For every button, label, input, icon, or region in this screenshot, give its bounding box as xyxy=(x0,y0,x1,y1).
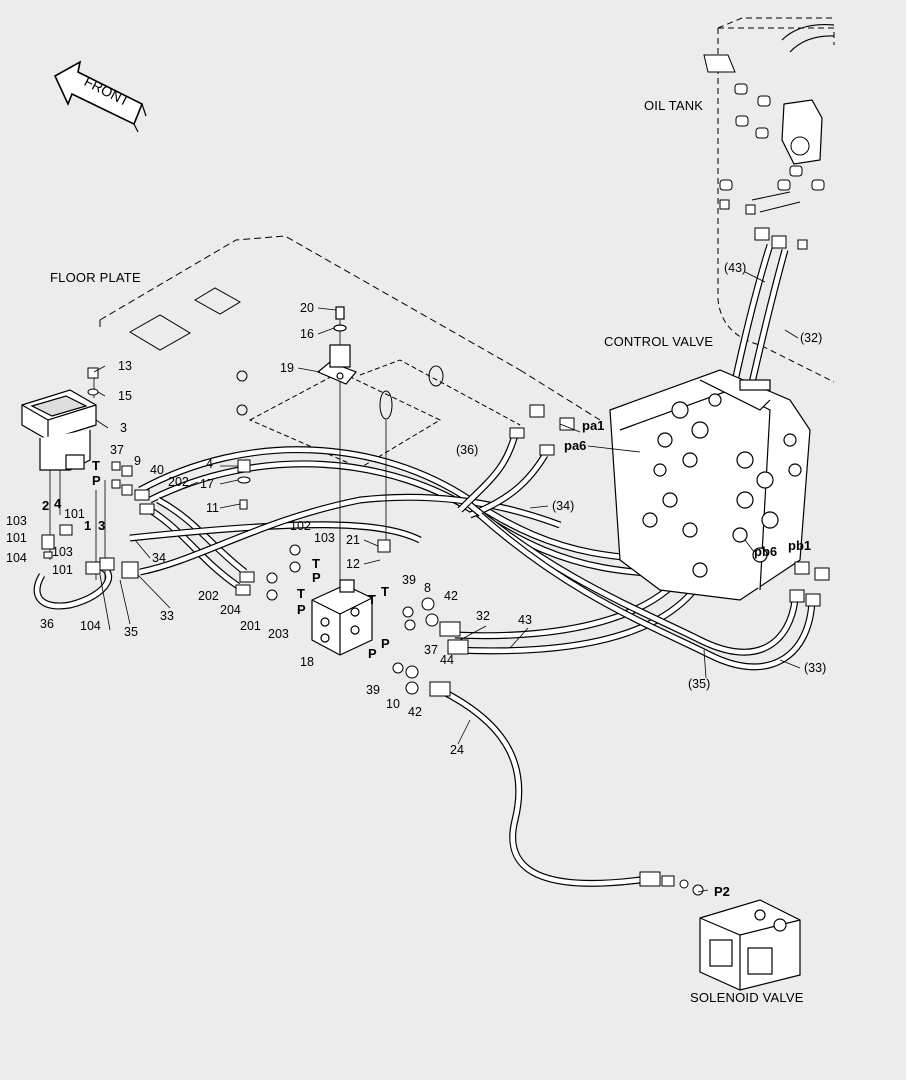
callout-15: 15 xyxy=(118,389,132,403)
callout-P1: P xyxy=(92,473,101,488)
callout-36-paren: (36) xyxy=(456,443,478,457)
callout-4b: 4 xyxy=(54,496,62,511)
callout-2: 2 xyxy=(42,498,49,513)
callout-pa6: pa6 xyxy=(564,438,586,453)
callout-labels: 20 16 19 13 15 3 37 9 40 202 4 17 11 (36… xyxy=(6,261,826,899)
callout-34: 34 xyxy=(152,551,166,565)
callout-10: 10 xyxy=(386,697,400,711)
callout-21: 21 xyxy=(346,533,360,547)
callout-T1: T xyxy=(92,458,100,473)
callout-13: 13 xyxy=(118,359,132,373)
callout-103c: 103 xyxy=(52,545,73,559)
callout-T5: T xyxy=(381,584,389,599)
callout-103a: 103 xyxy=(6,514,27,528)
callout-101c: 101 xyxy=(52,563,73,577)
callout-44: 44 xyxy=(440,653,454,667)
callout-P3: P xyxy=(297,602,306,617)
callout-101a: 101 xyxy=(64,507,85,521)
callout-9: 9 xyxy=(134,454,141,468)
fittings xyxy=(41,227,830,896)
callout-37b: 37 xyxy=(424,643,438,657)
callout-8: 8 xyxy=(424,581,431,595)
bracket xyxy=(316,306,357,385)
callout-pa1: pa1 xyxy=(582,418,604,433)
solenoid-valve-label: SOLENOID VALVE xyxy=(690,990,804,1005)
callout-35: 35 xyxy=(124,625,138,639)
callout-4: 4 xyxy=(206,457,213,471)
callout-3: 3 xyxy=(120,421,127,435)
callout-T2: T xyxy=(312,556,320,571)
callout-204: 204 xyxy=(220,603,241,617)
solenoid-valve xyxy=(699,899,801,991)
callout-T3: T xyxy=(297,586,305,601)
callout-P5: P xyxy=(381,636,390,651)
callout-pb1: pb1 xyxy=(788,538,811,553)
callout-42b: 42 xyxy=(408,705,422,719)
callout-12: 12 xyxy=(346,557,360,571)
control-valve xyxy=(609,369,811,601)
pilot-valve xyxy=(21,389,97,471)
callout-37a: 37 xyxy=(110,443,124,457)
callout-40: 40 xyxy=(150,463,164,477)
distribution-block xyxy=(311,579,373,656)
callout-3b: 3 xyxy=(98,518,105,533)
callout-1: 1 xyxy=(84,518,91,533)
callout-103b: 103 xyxy=(314,531,335,545)
callout-33: 33 xyxy=(160,609,174,623)
floor-plate xyxy=(99,235,601,421)
callout-20: 20 xyxy=(300,301,314,315)
callout-35-paren: (35) xyxy=(688,677,710,691)
front-arrow: FRONT xyxy=(53,60,147,133)
callout-P2: P2 xyxy=(714,884,730,899)
callout-104a: 104 xyxy=(6,551,27,565)
callout-102: 102 xyxy=(290,519,311,533)
callout-36: 36 xyxy=(40,617,54,631)
callout-19: 19 xyxy=(280,361,294,375)
callout-202a: 202 xyxy=(168,475,189,489)
callout-32: 32 xyxy=(476,609,490,623)
label-leaders xyxy=(93,271,801,893)
callout-42a: 42 xyxy=(444,589,458,603)
callout-18: 18 xyxy=(300,655,314,669)
callout-11: 11 xyxy=(206,501,219,515)
oil-tank-label: OIL TANK xyxy=(644,98,703,113)
callout-39a: 39 xyxy=(402,573,416,587)
control-valve-label: CONTROL VALVE xyxy=(604,334,713,349)
floor-plate-details xyxy=(129,287,521,469)
callout-34-paren: (34) xyxy=(552,499,574,513)
callout-201: 201 xyxy=(240,619,261,633)
callout-17: 17 xyxy=(200,477,214,491)
callout-P2a: P xyxy=(312,570,321,585)
floor-plate-label: FLOOR PLATE xyxy=(50,270,141,285)
callout-39b: 39 xyxy=(366,683,380,697)
callout-24: 24 xyxy=(450,743,464,757)
callout-pb6: pb6 xyxy=(754,544,777,559)
callout-43-paren: (43) xyxy=(724,261,746,275)
callout-32-paren: (32) xyxy=(800,331,822,345)
callout-P4: P xyxy=(368,646,377,661)
callout-202b: 202 xyxy=(198,589,219,603)
oil-tank xyxy=(703,17,835,383)
callout-101b: 101 xyxy=(6,531,27,545)
callout-203: 203 xyxy=(268,627,289,641)
callout-16: 16 xyxy=(300,327,314,341)
callout-43: 43 xyxy=(518,613,532,627)
callout-T4: T xyxy=(368,592,376,607)
callout-104b: 104 xyxy=(80,619,101,633)
callout-33-paren: (33) xyxy=(804,661,826,675)
